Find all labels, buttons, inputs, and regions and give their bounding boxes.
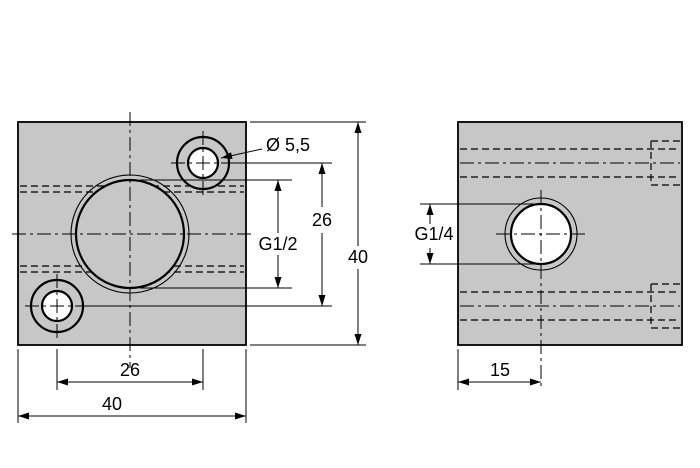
hidden-lines-side-top (460, 140, 680, 186)
arrowhead (18, 412, 29, 420)
dim-label-horizontal-26: 26 (120, 360, 140, 380)
dim-g12: G1/2 (140, 179, 298, 289)
centerlines-front (12, 112, 252, 368)
dim-g14: G1/4 (414, 203, 541, 265)
dim-label-width-40: 40 (102, 394, 122, 414)
arrowhead (221, 152, 233, 159)
dim-label-hole-diameter: Ø 5,5 (266, 135, 310, 155)
arrowhead (274, 277, 282, 288)
arrowhead (458, 378, 469, 386)
leader-hole-diameter: Ø 5,5 (220, 135, 310, 159)
dim-hole-spacing-vertical: 26 (86, 162, 332, 307)
arrowhead (426, 253, 434, 264)
arrowhead (354, 334, 362, 345)
arrowhead (426, 204, 434, 215)
dim-hole-spacing-horizontal: 26 (56, 349, 204, 390)
dim-label-height-40: 40 (348, 247, 368, 267)
arrowhead (318, 163, 326, 174)
arrowhead (530, 378, 541, 386)
dim-label-g14: G1/4 (414, 224, 453, 244)
side-view (457, 121, 683, 388)
dim-width: 40 (17, 349, 247, 423)
dim-height: 40 (250, 121, 368, 346)
dim-label-offset-15: 15 (490, 360, 510, 380)
arrowhead (57, 378, 68, 386)
arrowhead (318, 295, 326, 306)
arrowhead (354, 122, 362, 133)
arrowhead (235, 412, 246, 420)
arrowhead (274, 180, 282, 191)
dim-port-offset: 15 (457, 349, 541, 390)
centerlines-side (460, 162, 680, 388)
arrowhead (192, 378, 203, 386)
dim-label-g12: G1/2 (258, 234, 297, 254)
dim-label-vertical-26: 26 (312, 210, 332, 230)
hidden-lines-side-bottom (460, 283, 680, 329)
front-view (12, 112, 252, 368)
